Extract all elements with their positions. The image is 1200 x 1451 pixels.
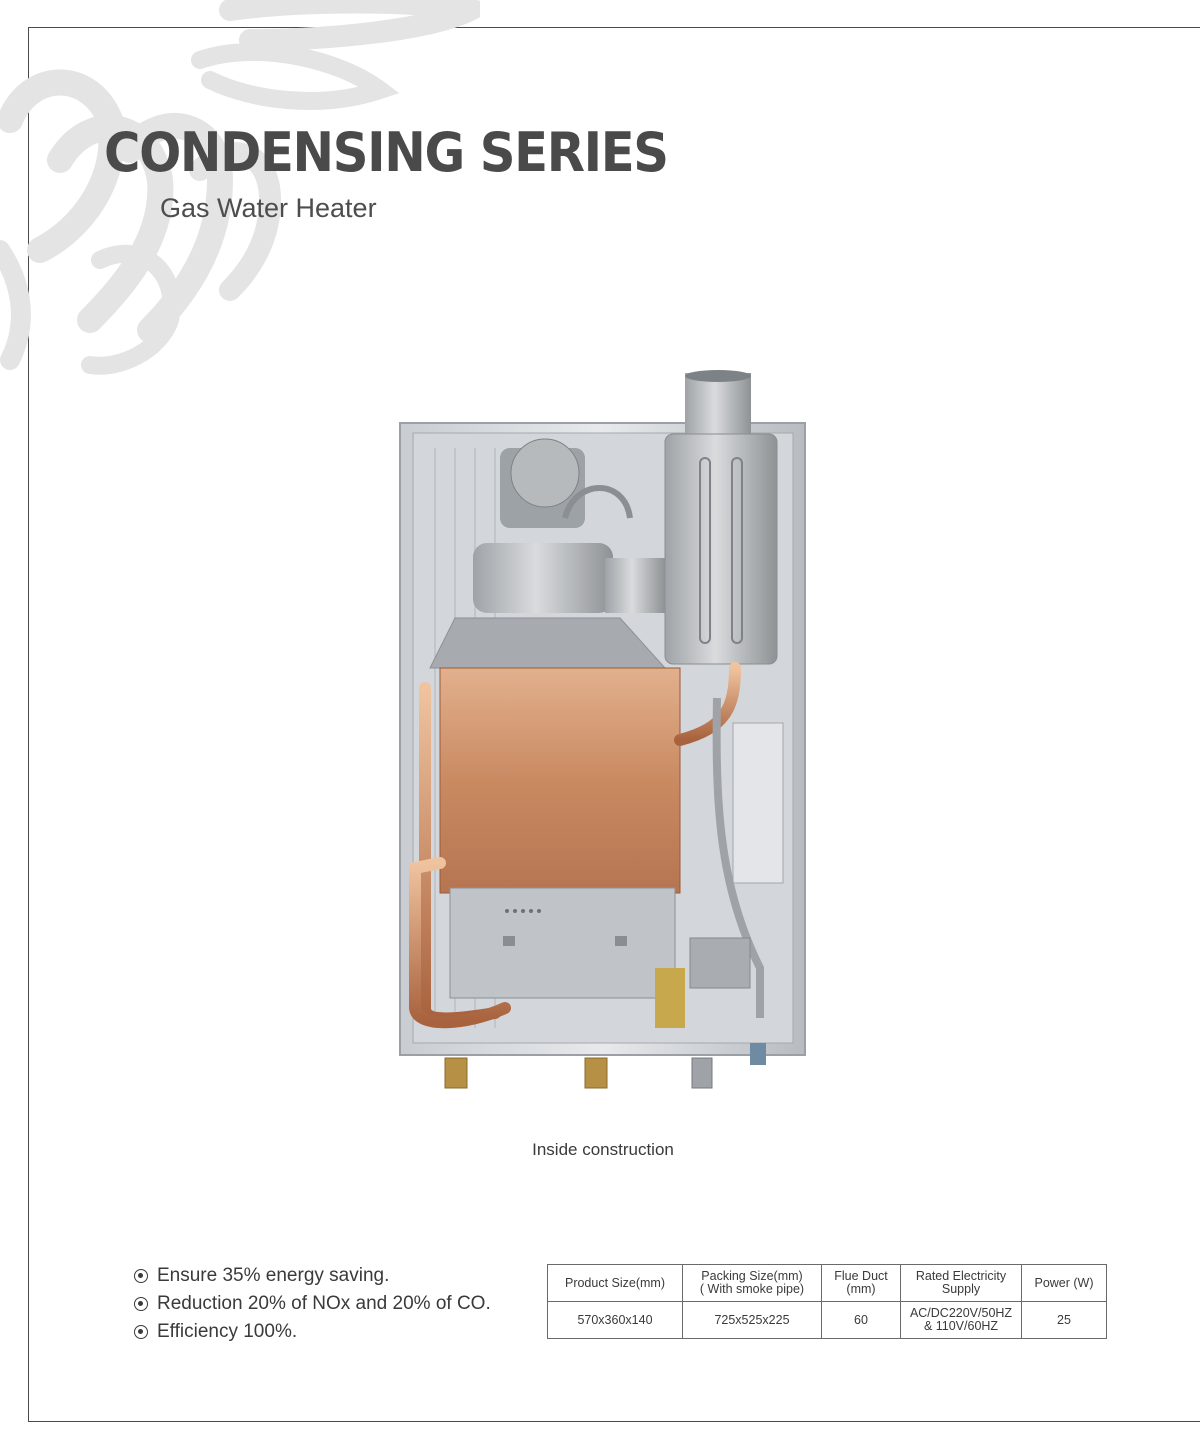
spec-header-packing-size: Packing Size(mm) ( With smoke pipe) (682, 1264, 822, 1302)
spec-cell-flue-duct: 60 (821, 1301, 901, 1339)
spec-header-flue-duct: Flue Duct (mm) (821, 1264, 901, 1302)
image-caption: Inside construction (532, 1140, 674, 1159)
spec-cell-product-size: 570x360x140 (547, 1301, 683, 1339)
feature-item: Reduction 20% of NOx and 20% of CO. (134, 1290, 491, 1318)
feature-text: Efficiency 100%. (157, 1321, 298, 1342)
page-frame (28, 27, 1200, 1422)
double-circle-bullet-icon (134, 1297, 148, 1311)
spec-table-header-row: Product Size(mm) Packing Size(mm) ( With… (547, 1264, 1107, 1302)
feature-item: Efficiency 100%. (134, 1318, 491, 1346)
spec-cell-electricity-supply: AC/DC220V/50HZ & 110V/60HZ (900, 1301, 1022, 1339)
feature-text: Ensure 35% energy saving. (157, 1265, 390, 1286)
floral-decoration (0, 0, 480, 375)
spec-table-row: 570x360x140 725x525x225 60 AC/DC220V/50H… (547, 1301, 1107, 1339)
feature-item: Ensure 35% energy saving. (134, 1262, 491, 1290)
spec-table: Product Size(mm) Packing Size(mm) ( With… (547, 1264, 1107, 1339)
page-title: CONDENSING SERIES (104, 121, 669, 184)
water-heater-inside-image (399, 370, 806, 1089)
spec-header-product-size: Product Size(mm) (547, 1264, 683, 1302)
spec-header-power: Power (W) (1021, 1264, 1107, 1302)
feature-list: Ensure 35% energy saving. Reduction 20% … (134, 1262, 491, 1346)
spec-cell-packing-size: 725x525x225 (682, 1301, 822, 1339)
double-circle-bullet-icon (134, 1325, 148, 1339)
double-circle-bullet-icon (134, 1269, 148, 1283)
page-subtitle: Gas Water Heater (160, 193, 377, 223)
spec-header-electricity-supply: Rated Electricity Supply (900, 1264, 1022, 1302)
feature-text: Reduction 20% of NOx and 20% of CO. (157, 1293, 491, 1314)
spec-cell-power: 25 (1021, 1301, 1107, 1339)
